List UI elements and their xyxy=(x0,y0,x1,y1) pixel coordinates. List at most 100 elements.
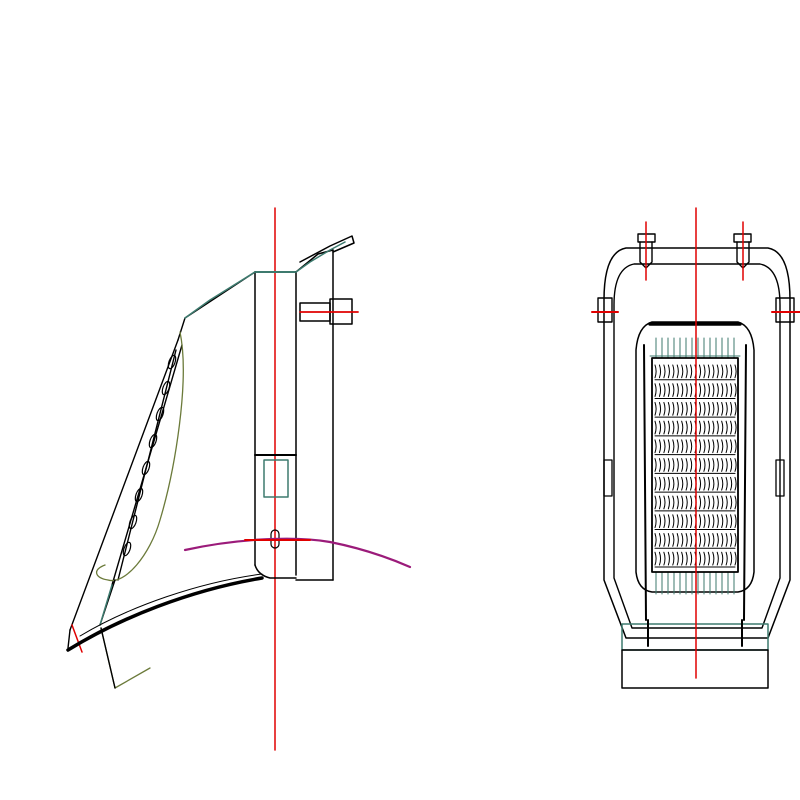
grille-wire xyxy=(712,514,715,529)
grille-wire xyxy=(658,551,662,566)
front-inner-housing xyxy=(613,263,781,629)
grille-wire xyxy=(690,458,693,472)
grille-wire xyxy=(730,551,733,566)
grille-wire xyxy=(672,439,675,454)
grille-wire xyxy=(721,551,724,566)
grille-wire xyxy=(681,364,684,379)
front-outer-housing xyxy=(603,247,791,639)
front-left-notch xyxy=(603,459,613,497)
grille-wire xyxy=(734,401,737,416)
grille-wire xyxy=(725,514,728,529)
grille-wire xyxy=(654,514,657,529)
grille-wire xyxy=(690,420,693,435)
grille-wire xyxy=(707,383,710,397)
lower-cross-mark xyxy=(71,624,83,653)
grille-wire xyxy=(734,458,737,472)
grille-wire xyxy=(658,495,662,510)
grille-wire xyxy=(676,420,679,435)
grille-wire xyxy=(663,401,666,416)
grille-wire xyxy=(681,495,684,510)
grille-wire xyxy=(690,439,693,454)
grille-wire xyxy=(676,439,679,454)
grille-wire xyxy=(685,439,688,454)
grille-wire xyxy=(654,383,657,397)
grille-wire xyxy=(667,476,670,491)
grille-wire xyxy=(676,551,679,566)
grille-wire xyxy=(730,383,733,397)
link-chain xyxy=(122,354,177,557)
grille-wire xyxy=(681,383,684,397)
inclined-frame xyxy=(67,271,256,649)
grille-wire xyxy=(676,364,679,379)
top-lip-accent xyxy=(295,241,346,273)
grille-wire xyxy=(685,420,688,435)
grille-wire xyxy=(658,364,662,379)
grille-wire xyxy=(721,383,724,397)
grille-wire xyxy=(703,495,706,510)
grille-wire xyxy=(654,439,657,454)
grille-wire xyxy=(663,383,666,397)
grille-wire xyxy=(690,364,693,379)
grille-wire xyxy=(698,401,702,416)
grille-wire xyxy=(690,495,693,510)
grille-wire xyxy=(681,551,684,566)
grille-wire xyxy=(698,439,702,454)
grille-wire xyxy=(663,439,666,454)
grille-wire xyxy=(658,458,662,472)
grille-wire xyxy=(707,533,710,547)
grille-wire xyxy=(703,514,706,529)
grille-wire xyxy=(721,420,724,435)
grille-wire xyxy=(698,495,702,510)
grille-wire xyxy=(667,514,670,529)
front-left-tab xyxy=(597,297,613,323)
grille-wire xyxy=(667,383,670,397)
side-hinge-pin xyxy=(299,298,359,325)
grille-wire xyxy=(716,495,719,510)
grille-wire xyxy=(730,514,733,529)
grille-wire xyxy=(730,458,733,472)
grille-wire xyxy=(654,495,657,510)
grille-wire xyxy=(707,439,710,454)
grille-wire xyxy=(712,533,715,547)
grille-wire xyxy=(676,533,679,547)
grille-wire xyxy=(703,439,706,454)
grille-wire xyxy=(721,364,724,379)
lower-bracket xyxy=(99,579,116,689)
grille-wire xyxy=(672,533,675,547)
grille-wire xyxy=(681,439,684,454)
grille-wire xyxy=(730,364,733,379)
grille-wire xyxy=(716,439,719,454)
grille-wire xyxy=(716,420,719,435)
grille-wire xyxy=(703,476,706,491)
grille-side-rails xyxy=(643,344,747,621)
side-rear-plate xyxy=(295,235,355,581)
grille-wire xyxy=(703,364,706,379)
grille-wire xyxy=(721,439,724,454)
grille-wire xyxy=(712,476,715,491)
grille-wire xyxy=(658,533,662,547)
grille-wire xyxy=(707,420,710,435)
grille-wire xyxy=(721,514,724,529)
grille-wire xyxy=(703,533,706,547)
grille-wire xyxy=(725,495,728,510)
front-right-notch xyxy=(775,459,785,497)
grille-wire xyxy=(698,364,702,379)
grille-wire xyxy=(698,420,702,435)
grille-wire xyxy=(672,401,675,416)
grille-wire xyxy=(698,514,702,529)
grille-wire xyxy=(721,533,724,547)
grille-wire xyxy=(725,439,728,454)
grille-fins-top xyxy=(649,337,741,359)
grille-wire xyxy=(730,420,733,435)
grille-wire xyxy=(734,476,737,491)
grille-wire xyxy=(716,383,719,397)
grille-wire xyxy=(707,401,710,416)
grille-wire xyxy=(734,439,737,454)
grille-wire xyxy=(663,495,666,510)
grille-wire xyxy=(703,551,706,566)
base-arc xyxy=(66,576,264,652)
grille-wire xyxy=(672,420,675,435)
grille-wire xyxy=(685,495,688,510)
grille-wire xyxy=(725,383,728,397)
grille-wire xyxy=(734,533,737,547)
